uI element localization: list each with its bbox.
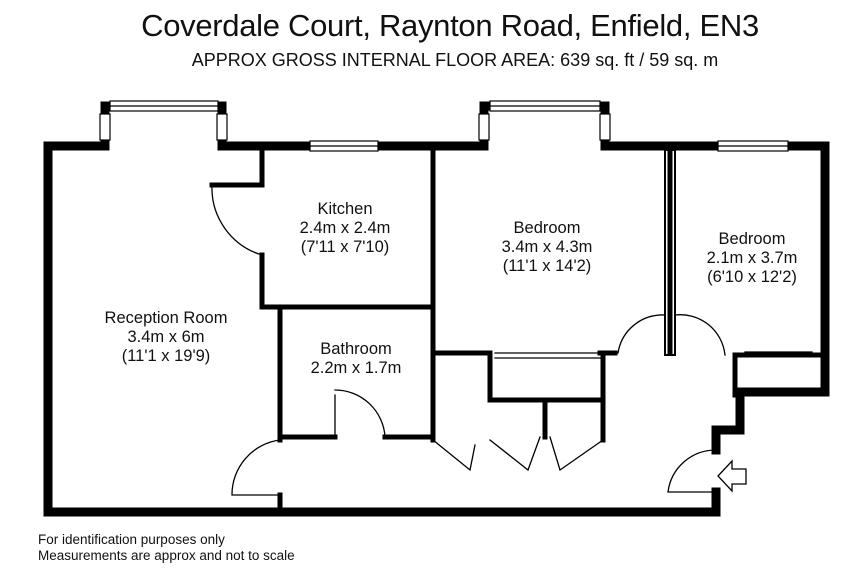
svg-text:Bedroom: Bedroom — [514, 219, 581, 237]
room-bedroom-1: Bedroom 3.4m x 4.3m (11'1 x 14'2) — [502, 219, 593, 275]
disclaimer-line-1: For identification purposes only — [38, 532, 225, 547]
disclaimer-line-2: Measurements are approx and not to scale — [38, 548, 295, 563]
windows — [99, 100, 789, 152]
entrance-arrow-icon — [717, 459, 747, 493]
floor-area: APPROX GROSS INTERNAL FLOOR AREA: 639 sq… — [191, 50, 719, 70]
svg-text:Kitchen: Kitchen — [317, 200, 372, 218]
svg-text:2.4m x 2.4m: 2.4m x 2.4m — [300, 219, 391, 237]
room-bathroom: Bathroom 2.2m x 1.7m — [311, 340, 402, 377]
svg-text:(11'1 x 19'9): (11'1 x 19'9) — [122, 347, 211, 365]
svg-text:3.4m x 4.3m: 3.4m x 4.3m — [502, 238, 593, 256]
svg-text:(6'10 x 12'2): (6'10 x 12'2) — [707, 268, 797, 286]
door-swings — [211, 184, 813, 496]
svg-text:Bedroom: Bedroom — [719, 230, 786, 248]
property-title: Coverdale Court, Raynton Road, Enfield, … — [141, 8, 759, 43]
svg-text:2.2m x 1.7m: 2.2m x 1.7m — [311, 359, 402, 377]
svg-text:Bathroom: Bathroom — [320, 340, 392, 358]
svg-text:(11'1 x 14'2): (11'1 x 14'2) — [503, 257, 592, 275]
room-bedroom-2: Bedroom 2.1m x 3.7m (6'10 x 12'2) — [707, 230, 798, 286]
room-kitchen: Kitchen 2.4m x 2.4m (7'11 x 7'10) — [300, 200, 391, 256]
room-reception: Reception Room 3.4m x 6m (11'1 x 19'9) — [105, 309, 228, 365]
svg-text:Reception Room: Reception Room — [105, 309, 228, 327]
svg-text:(7'11 x 7'10): (7'11 x 7'10) — [301, 238, 390, 256]
interior-walls — [209, 147, 828, 513]
svg-text:2.1m x 3.7m: 2.1m x 3.7m — [707, 249, 798, 267]
svg-text:3.4m x 6m: 3.4m x 6m — [127, 328, 204, 346]
